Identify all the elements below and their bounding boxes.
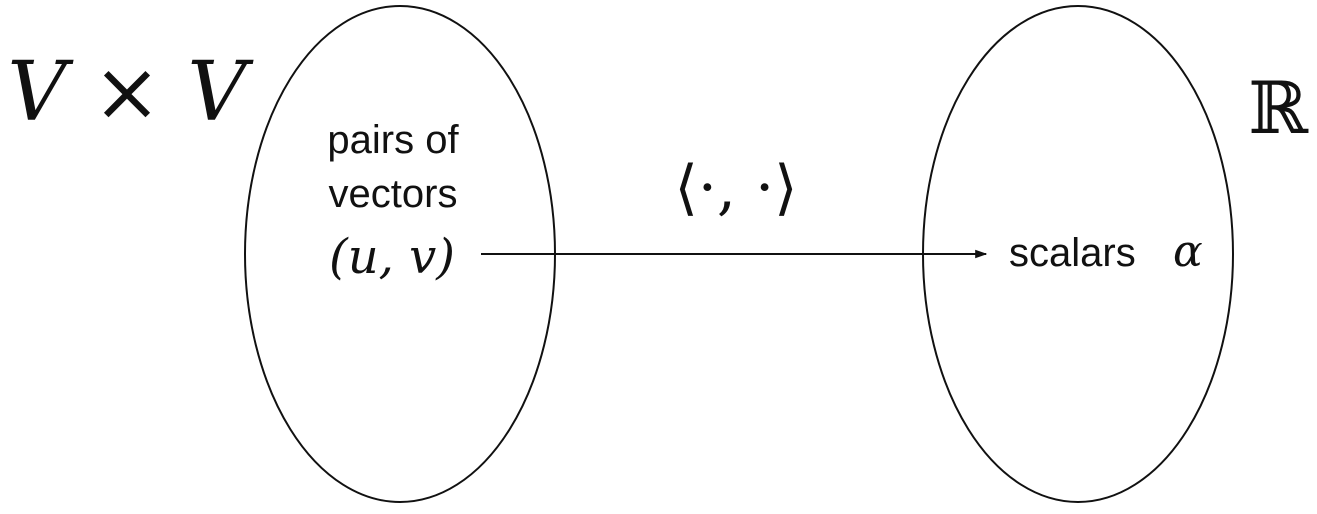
- codomain-set-label: ℝ: [1248, 66, 1309, 150]
- domain-caption-line1: pairs of: [327, 118, 459, 162]
- domain-caption-line2: vectors: [329, 172, 458, 216]
- codomain-caption: scalars: [1009, 231, 1136, 275]
- codomain-element: α: [1173, 226, 1203, 277]
- domain-set-label: V × V: [7, 45, 254, 140]
- inner-product-label: ⟨·, ·⟩: [674, 153, 797, 223]
- domain-element: (u, v): [329, 229, 455, 285]
